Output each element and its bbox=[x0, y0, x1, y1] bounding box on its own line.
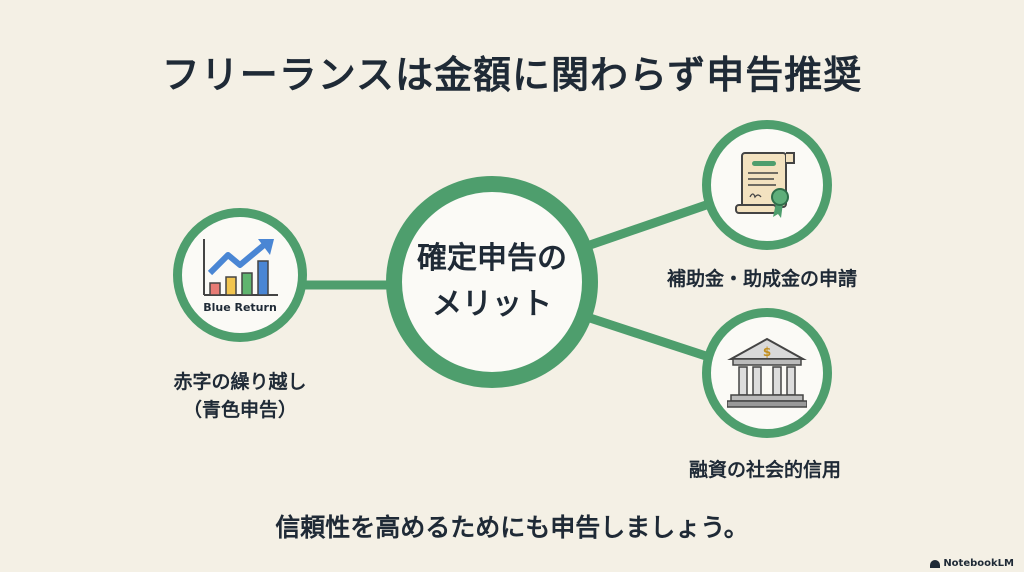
footer-message: 信頼性を高めるためにも申告しましょう。 bbox=[275, 513, 749, 542]
center-node: 確定申告の メリット bbox=[386, 176, 598, 388]
brand-text: NotebookLM bbox=[943, 558, 1014, 569]
left-label-line2: （青色申告） bbox=[182, 399, 297, 421]
left-label-line1: 赤字の繰り越し bbox=[173, 371, 307, 393]
brand-watermark: NotebookLM bbox=[930, 558, 1014, 569]
left-node: Blue Return bbox=[173, 208, 307, 342]
dollar-symbol: $ bbox=[763, 345, 771, 359]
slide-title: フリーランスは金額に関わらず申告推奨 bbox=[161, 53, 863, 97]
top-right-node bbox=[702, 120, 832, 250]
bank-icon: $ bbox=[727, 337, 807, 408]
left-label: 赤字の繰り越し （青色申告） bbox=[140, 368, 340, 424]
connector-top-right bbox=[588, 198, 714, 250]
bottom-right-label: 融資の社会的信用 bbox=[688, 459, 841, 481]
bottom-right-node: $ bbox=[702, 308, 832, 438]
center-line1: 確定申告の bbox=[417, 241, 567, 276]
chart-icon bbox=[203, 238, 278, 296]
connector-bottom-right bbox=[588, 313, 714, 363]
notebooklm-logo-icon bbox=[930, 559, 941, 568]
center-line2: メリット bbox=[432, 287, 552, 322]
blue-return-caption: Blue Return bbox=[203, 300, 277, 314]
top-right-label: 補助金・助成金の申請 bbox=[666, 268, 857, 290]
certificate-icon bbox=[735, 152, 795, 218]
